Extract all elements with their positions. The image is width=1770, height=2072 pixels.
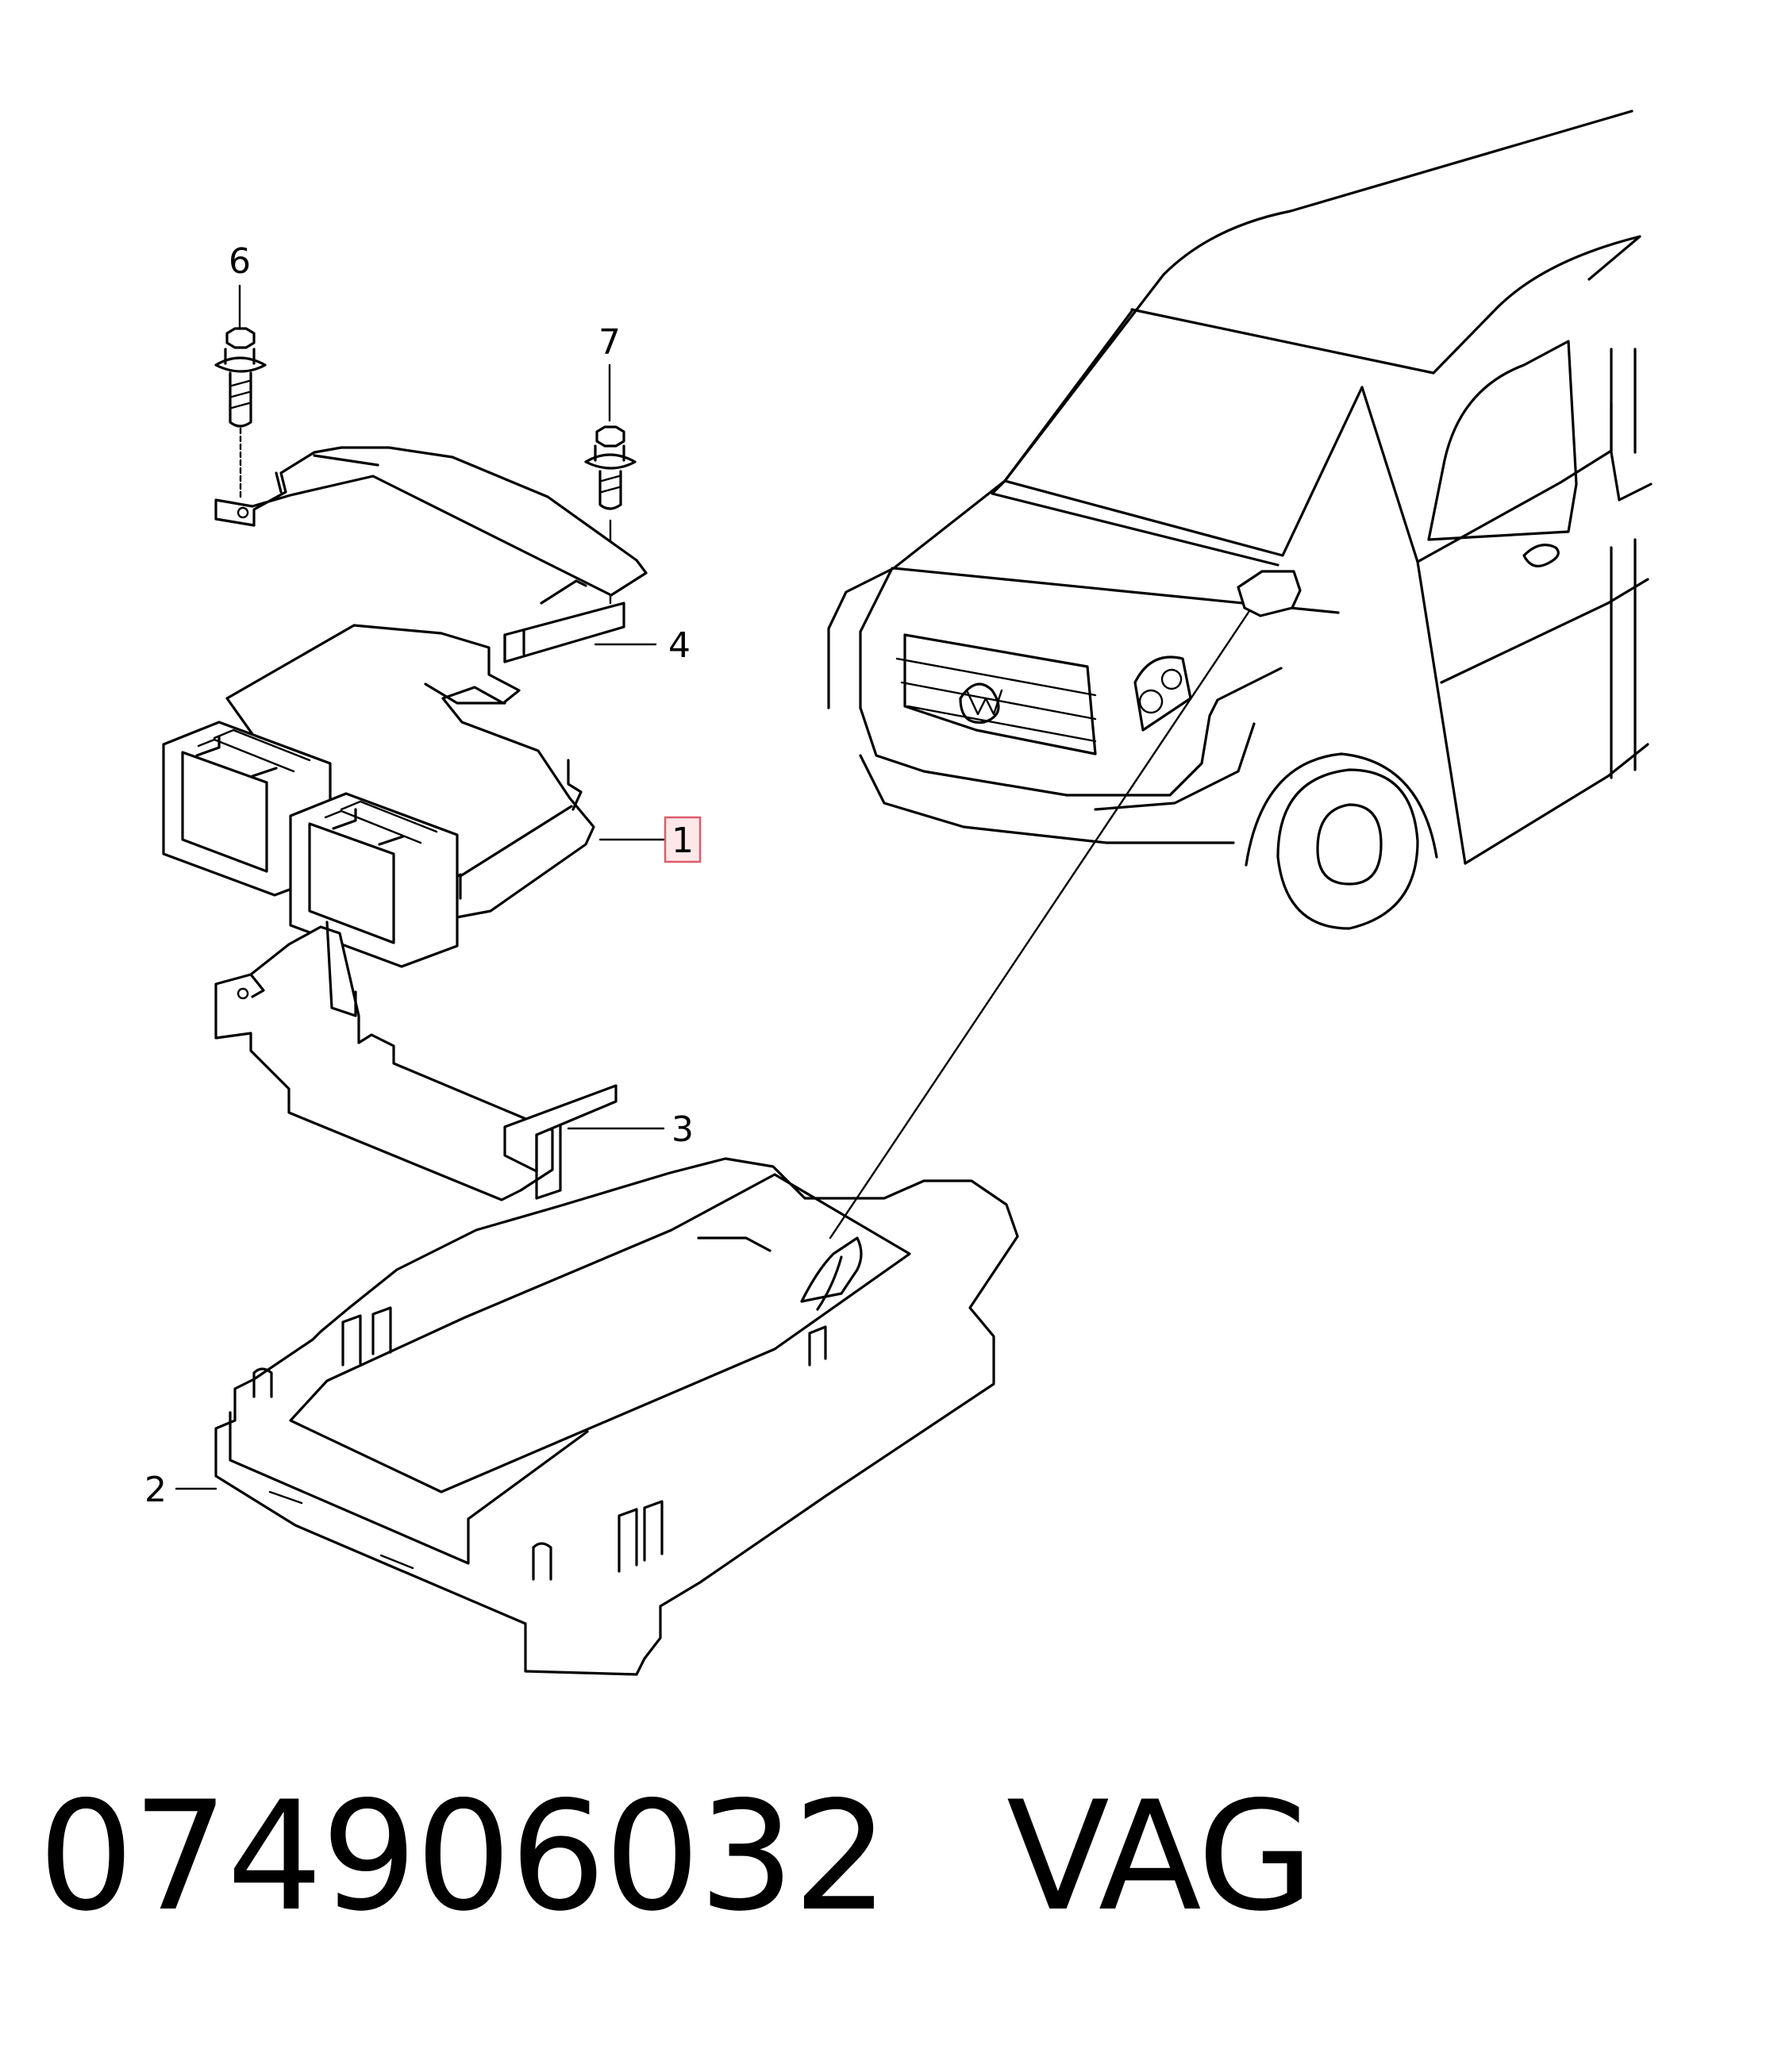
part-number-label: 074906032 xyxy=(38,1769,889,1944)
callout-3[interactable]: 3 xyxy=(671,1109,694,1150)
part-caption: 074906032 VAG xyxy=(38,1769,1314,1944)
callout-6[interactable]: 6 xyxy=(229,241,251,282)
bracket-4-drawing xyxy=(214,446,648,663)
callout-7[interactable]: 7 xyxy=(598,322,621,363)
callout-4[interactable]: 4 xyxy=(594,625,691,666)
bolt-7-drawing xyxy=(584,363,637,605)
svg-text:1: 1 xyxy=(671,821,694,861)
location-leader-line xyxy=(829,609,1251,1240)
svg-text:7: 7 xyxy=(598,322,621,363)
callout-1-highlighted[interactable]: 1 xyxy=(664,816,702,863)
van-drawing xyxy=(827,110,1653,930)
bolt-6-drawing xyxy=(214,284,267,500)
svg-text:4: 4 xyxy=(668,625,691,666)
svg-text:6: 6 xyxy=(229,241,251,282)
callout-1-highlight-box xyxy=(664,816,702,863)
bracket-3-drawing xyxy=(214,921,665,1201)
svg-text:3: 3 xyxy=(671,1109,694,1150)
ecu-drawing xyxy=(162,624,665,968)
tray-2-drawing xyxy=(175,1157,1019,1676)
brand-label: VAG xyxy=(1006,1769,1314,1944)
callout-2[interactable]: 2 xyxy=(144,1470,167,1510)
svg-text:2: 2 xyxy=(144,1470,167,1510)
